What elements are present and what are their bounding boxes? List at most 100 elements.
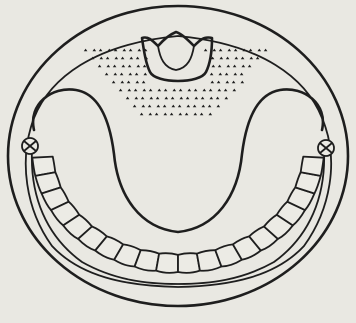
papilla-dot [136,57,140,60]
papilla-dot [129,49,133,52]
papilla-dot [201,97,205,100]
papilla-dot [149,89,153,92]
papilla-dot [234,73,238,76]
papilla-dot [241,57,245,60]
papilla-dot [107,65,111,68]
papilla-dot [122,65,126,68]
papilla-dot [130,57,134,60]
papilla-dot [129,73,133,76]
papilla-dot [171,97,175,100]
papilla-dot [233,65,237,68]
papilla-dot [235,57,239,60]
papilla-dot [115,57,119,60]
papilla-dot [119,89,123,92]
papilla-dot [204,49,208,52]
papilla-dot [202,105,206,108]
papilla-dot [150,97,154,100]
papilla-dot [248,65,252,68]
papilla-dot [149,113,153,116]
papilla-dot [143,65,147,68]
papilla-dot [134,89,138,92]
papilla-dot [158,89,162,92]
papilla-dot [250,57,254,60]
papilla-dot [220,57,224,60]
papilla-dot [185,113,189,116]
papilla-dot [218,89,222,92]
papilla-dot [172,105,176,108]
papilla-dot [179,113,183,116]
inner-rim-outline [26,36,331,287]
papilla-dot [258,49,262,52]
papilla-dot [211,81,215,84]
papilla-dot [173,89,177,92]
papilla-dot [128,65,132,68]
papilla-dot [188,89,192,92]
papilla-dot [120,73,124,76]
papilla-dot [142,105,146,108]
papilla-dot [105,73,109,76]
papilla-dot [224,89,228,92]
papilla-dot [186,97,190,100]
papilla-dot [100,57,104,60]
papilla-dot [200,113,204,116]
papilla-dot [128,89,132,92]
papilla-dot [164,89,168,92]
papilla-dot [155,113,159,116]
papilla-dot [135,97,139,100]
papilla-dot [210,73,214,76]
papilla-dot [180,97,184,100]
top-notch-outline [142,32,212,81]
papilla-dot [232,81,236,84]
papilla-dot [203,89,207,92]
papilla-dot [112,81,116,84]
papilla-dot [165,97,169,100]
papilla-dot [163,105,167,108]
papilla-dot [194,89,198,92]
papilla-dot [242,65,246,68]
papilla-dot [178,105,182,108]
papilla-dot [225,73,229,76]
papilla-dot [156,97,160,100]
papilla-dot [209,113,213,116]
papilla-dot [138,49,142,52]
papilla-dot [93,49,97,52]
papilla-dot [209,89,213,92]
papilla-dot [218,65,222,68]
papilla-dot [213,49,217,52]
papilla-dot [187,105,191,108]
papilla-dot [170,113,174,116]
papilla-dot [113,65,117,68]
papilla-dot [226,81,230,84]
tooth-row [32,157,323,273]
papilla-dot [142,81,146,84]
papilla-dot [219,73,223,76]
papilla-dot [114,73,118,76]
papilla-dot [217,105,221,108]
papilla-dot [136,81,140,84]
papilla-dot [216,97,220,100]
papilla-dot [133,105,137,108]
papilla-dot [234,49,238,52]
papilla-dot [137,65,141,68]
papilla-dot [135,73,139,76]
papilla-dot [210,97,214,100]
papilla-dot [179,89,183,92]
papilla-dot [98,65,102,68]
papilla-dot [227,65,231,68]
tooth [156,253,178,273]
papilla-dot [143,89,147,92]
papilla-dot [208,105,212,108]
papilla-dot [226,57,230,60]
papilla-dot [240,73,244,76]
papilla-dot [126,97,130,100]
papilla-dot [228,49,232,52]
papilla-dot [157,105,161,108]
papilla-dot [106,57,110,60]
papilla-dot [127,81,131,84]
papilla-dot [144,73,148,76]
papilla-dot [148,105,152,108]
papilla-dot [140,113,144,116]
top-notch-inner-outline [158,46,194,70]
papilla-dot [121,81,125,84]
